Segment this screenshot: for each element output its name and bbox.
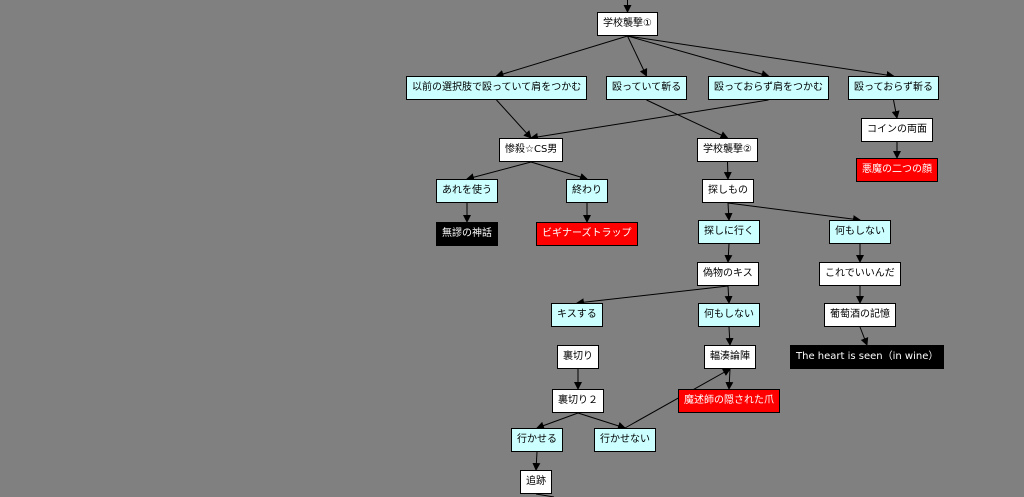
- edge-gakkou1-to-choice_nohit_slash: [627, 35, 895, 79]
- edge-gakkou1-to-choice_prev_grab: [495, 35, 628, 78]
- node-coin-no-ryoumen[interactable]: コインの両面: [861, 118, 933, 142]
- node-uragiri[interactable]: 裏切り: [557, 345, 599, 369]
- edge-choice_nohit_grab-to-zansatsu: [530, 99, 769, 141]
- edge-uragiri2-to-not_let_go: [577, 412, 626, 430]
- edge-do_nothing_2-to-fuku: [725, 326, 734, 346]
- edge-choice_nohit_slash-to-coin: [891, 99, 900, 119]
- node-choice-nohit-grab-shoulder[interactable]: 殴っておらず肩をつかむ: [708, 76, 829, 100]
- node-choice-let-go[interactable]: 行かせる: [511, 428, 563, 452]
- edge-gakkou1-to-choice_nohit_grab: [627, 35, 770, 78]
- edge-nisemono-to-kiss: [576, 285, 729, 307]
- node-fukusou-ronjin[interactable]: 輻湊論陣: [704, 345, 756, 369]
- node-uragiri-2[interactable]: 裏切り２: [552, 389, 604, 413]
- node-nisemono-no-kiss[interactable]: 偽物のキス: [697, 262, 759, 286]
- node-bad-end-beginners-trap[interactable]: ビギナーズトラップ: [536, 222, 638, 246]
- node-kore-de-iin-da[interactable]: これでいいんだ: [819, 262, 901, 286]
- edge-sagashimono-to-go_search: [724, 202, 733, 221]
- node-choice-prev-grab-shoulder[interactable]: 以前の選択肢で殴っていて肩をつかむ: [406, 76, 588, 100]
- edge-fuku-to-majutsushi: [725, 368, 734, 390]
- edge-budoushu-to-heart: [859, 326, 869, 346]
- node-choice-owari[interactable]: 終わり: [566, 179, 608, 203]
- edge-zansatsu-to-use_that: [466, 161, 532, 182]
- edge-uragiri2-to-let_go: [536, 412, 579, 430]
- node-ending-heart-is-seen[interactable]: The heart is seen（in wine）: [790, 345, 945, 369]
- edge-choice_prev_grab-to-zansatsu: [496, 99, 532, 139]
- node-budoushu-no-kioku[interactable]: 葡萄酒の記憶: [824, 303, 896, 327]
- edge-zansatsu-to-owari: [530, 161, 588, 181]
- edge-nisemono-to-do_nothing_2: [724, 285, 733, 304]
- edge-gakkou1-to-choice_hit_slash: [627, 35, 648, 77]
- node-tsuiseki[interactable]: 追跡: [520, 470, 552, 494]
- node-sagashimono[interactable]: 探しもの: [702, 179, 754, 203]
- edge-go_search-to-nisemono: [724, 243, 733, 263]
- node-choice-not-let-go[interactable]: 行かせない: [594, 428, 656, 452]
- edge-not_let_go-to-fuku: [624, 368, 731, 429]
- node-ending-muryu-no-shinwa[interactable]: 無謬の神話: [436, 222, 498, 246]
- node-gakkou-shuugeki-2[interactable]: 学校襲撃②: [697, 138, 758, 162]
- edge-sagashimono-to-do_nothing_1: [727, 202, 861, 224]
- edge-gakkou2-to-sagashimono: [723, 161, 732, 180]
- node-choice-do-nothing-2[interactable]: 何もしない: [698, 303, 760, 327]
- node-choice-go-search[interactable]: 探しに行く: [698, 220, 760, 244]
- node-gakkou-shuugeki-1[interactable]: 学校襲撃①: [597, 12, 658, 36]
- node-bad-end-majutsushi[interactable]: 魔述師の隠された爪: [678, 389, 780, 413]
- node-zansatsu-cs-otoko[interactable]: 惨殺☆CS男: [499, 138, 564, 162]
- node-choice-hit-slash[interactable]: 殴っていて斬る: [606, 76, 688, 100]
- node-bad-end-akuma[interactable]: 悪魔の二つの顔: [856, 158, 938, 182]
- node-choice-nohit-slash[interactable]: 殴っておらず斬る: [848, 76, 939, 100]
- node-choice-kiss[interactable]: キスする: [551, 303, 603, 327]
- edge-let_go-to-tsuiseki: [532, 451, 541, 471]
- node-choice-do-nothing-1[interactable]: 何もしない: [829, 220, 891, 244]
- edge-choice_hit_slash-to-gakkou2: [646, 99, 729, 139]
- node-choice-use-that[interactable]: あれを使う: [436, 179, 498, 203]
